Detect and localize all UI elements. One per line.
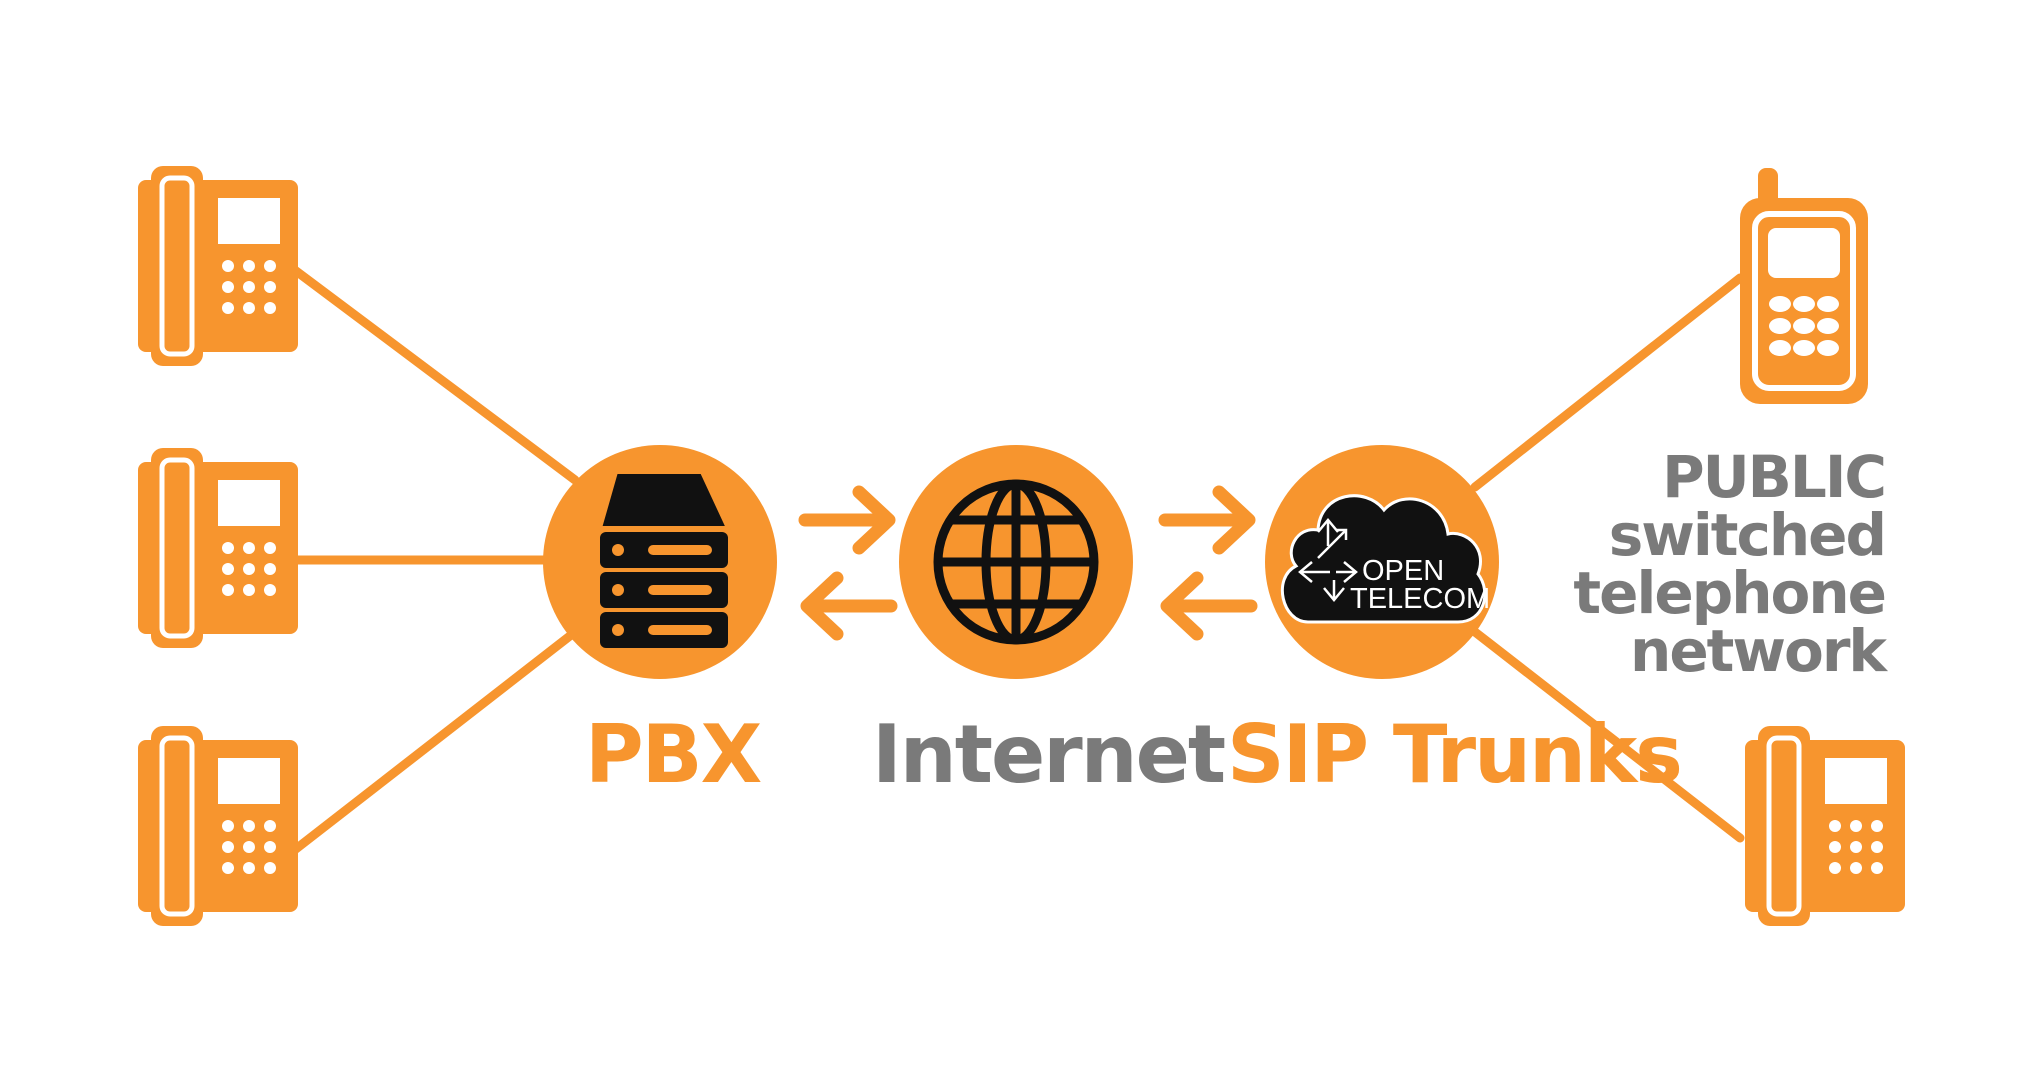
mobile-phone-icon	[1740, 168, 1868, 404]
line-phone1-pbx	[287, 263, 580, 485]
arrow-left-icon	[1167, 578, 1251, 634]
line-sip-mobile	[1470, 273, 1745, 492]
desk-phone-icon	[138, 448, 298, 648]
logo-line1: OPEN	[1362, 555, 1444, 587]
internet-label: Internet	[872, 708, 1226, 801]
server-stack-icon	[597, 470, 732, 648]
desk-phone-icon	[138, 726, 298, 926]
globe-icon	[933, 479, 1099, 645]
pstn-line-2: switched	[1608, 501, 1887, 569]
pbx-node	[543, 445, 777, 679]
open-telecom-logo	[1298, 518, 1358, 602]
arrow-left-icon	[807, 578, 891, 634]
line-sip-deskphone	[1470, 627, 1745, 843]
internet-node	[899, 445, 1133, 679]
line-phone3-pbx	[287, 627, 580, 857]
sip-trunks-label: SIP Trunks	[1227, 708, 1683, 801]
desk-phone-icon	[1745, 726, 1905, 926]
arrow-right-icon	[1165, 492, 1249, 548]
pstn-label: PUBLIC switched telephone network	[1573, 443, 1887, 685]
logo-line2: TELECOM	[1350, 583, 1490, 615]
pstn-line-3: telephone	[1573, 559, 1887, 627]
sip-trunks-node: OPEN TELECOM	[1265, 445, 1499, 679]
pstn-line-1: PUBLIC	[1662, 443, 1887, 511]
cloud-icon: OPEN TELECOM	[1280, 494, 1490, 624]
arrow-right-icon	[805, 492, 889, 548]
pstn-line-4: network	[1630, 617, 1887, 685]
pbx-label: PBX	[585, 708, 762, 801]
desk-phone-icon	[138, 166, 298, 366]
connection-lines	[287, 263, 1745, 857]
